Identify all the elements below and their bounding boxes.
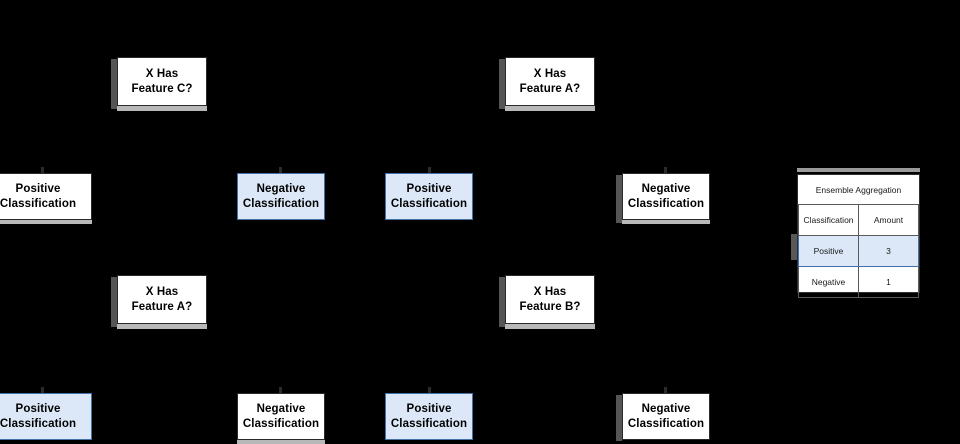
leaf-node-tree3-right[interactable]: Negative Classification [622,173,710,220]
node-shadow [117,106,207,111]
node-line-2: Classification [627,197,705,210]
node-line-1: Positive [406,403,452,416]
node-line-1: Negative [641,183,691,196]
column-header-classification: Classification [798,204,859,236]
edge-stub [41,387,44,393]
node-shadow [111,277,117,327]
table-shadow [797,168,920,172]
node-line-2: Feature A? [131,300,193,313]
cell-classification-positive: Positive [798,235,859,267]
node-line-2: Feature C? [131,82,193,95]
decision-node-tree4-root[interactable]: X Has Feature B? [505,275,595,324]
edge-stub [664,167,667,173]
node-shadow [499,277,505,327]
leaf-node-tree1-left[interactable]: Positive Classification [0,173,92,220]
leaf-node-tree1-right[interactable]: Negative Classification [237,173,325,220]
node-shadow [505,106,595,111]
node-shadow [117,324,207,329]
leaf-node-tree4-left[interactable]: Positive Classification [385,393,473,440]
ensemble-aggregation-table: Ensemble Aggregation Classification Amou… [797,174,920,298]
edge-stub [41,167,44,173]
cell-amount-positive: 3 [858,235,919,267]
edge-stub [428,387,431,393]
node-shadow [616,395,622,441]
leaf-node-tree2-left[interactable]: Positive Classification [0,393,92,440]
decision-node-tree3-root[interactable]: X Has Feature A? [505,57,595,106]
node-shadow [499,59,505,109]
leaf-node-tree2-right[interactable]: Negative Classification [237,393,325,440]
table-row-positive[interactable]: Positive 3 [798,235,919,267]
leaf-node-tree4-right[interactable]: Negative Classification [622,393,710,440]
node-line-1: Negative [256,403,306,416]
edge-stub [279,167,282,173]
cell-classification-negative: Negative [798,266,859,298]
node-line-2: Classification [242,417,320,430]
node-line-1: X Has [145,286,179,299]
column-header-amount: Amount [858,204,919,236]
node-shadow [0,219,92,224]
node-line-1: Positive [15,183,61,196]
node-shadow [111,59,117,109]
node-line-2: Feature B? [519,300,581,313]
node-line-1: Positive [406,183,452,196]
node-line-2: Classification [627,417,705,430]
node-line-2: Classification [390,197,468,210]
node-shadow [505,324,595,329]
node-line-1: Positive [15,403,61,416]
leaf-node-tree3-left[interactable]: Positive Classification [385,173,473,220]
table-title-row: Ensemble Aggregation [798,175,919,205]
table-shadow [791,234,797,260]
cell-amount-negative: 1 [858,266,919,298]
node-line-1: Negative [256,183,306,196]
node-line-2: Classification [390,417,468,430]
edge-stub [664,387,667,393]
node-line-2: Classification [242,197,320,210]
decision-node-tree2-root[interactable]: X Has Feature A? [117,275,207,324]
table-header-row: Classification Amount [798,204,919,236]
node-line-1: X Has [533,286,567,299]
node-line-1: X Has [533,68,567,81]
edge-stub [428,167,431,173]
node-line-2: Classification [0,197,77,210]
edge-stub [279,387,282,393]
node-line-2: Classification [0,417,77,430]
node-line-1: Negative [641,403,691,416]
node-line-2: Feature A? [519,82,581,95]
node-shadow [616,175,622,223]
node-line-1: X Has [145,68,179,81]
table-title: Ensemble Aggregation [798,175,919,205]
decision-node-tree1-root[interactable]: X Has Feature C? [117,57,207,106]
node-shadow [622,219,710,224]
table-row-negative[interactable]: Negative 1 [798,266,919,298]
